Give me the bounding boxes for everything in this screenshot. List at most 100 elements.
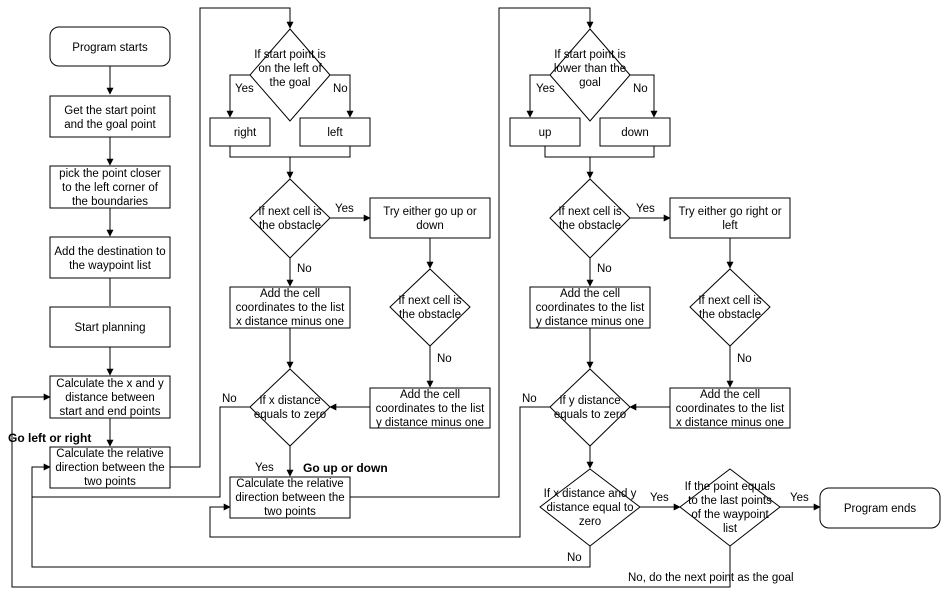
label-line: down: [416, 220, 444, 232]
label-line: the obstacle: [399, 309, 461, 321]
label-line: to the left corner of: [62, 182, 159, 194]
label-line: Program ends: [844, 503, 916, 515]
label-line: the obstacle: [259, 220, 321, 232]
get-points-node: [49, 95, 171, 138]
label-line: on the left of: [258, 63, 322, 75]
add-cell-x-node: [229, 286, 351, 329]
label-line: the obstacle: [699, 309, 761, 321]
right-box-label: right: [234, 127, 257, 139]
left-box-label: left: [327, 127, 343, 139]
label-line: Try either go up or: [383, 206, 477, 218]
label-line: Add the destination to: [54, 246, 165, 258]
add-destination-label: Add the destination to the waypoint list: [54, 246, 165, 272]
left-box: [299, 117, 371, 147]
edge-lowergoal-yes: [526, 74, 550, 118]
try-up-down-label: Try either go up or down: [383, 206, 477, 232]
label-line: Calculate the relative: [56, 448, 163, 460]
label-line: two points: [264, 506, 316, 518]
label-line: two points: [84, 476, 136, 488]
label-line: Calculate the relative: [236, 478, 343, 490]
decision-obstacle-x: [249, 178, 331, 259]
label-line: x distance minus one: [236, 316, 344, 328]
label-line: of the waypoint: [691, 509, 769, 521]
label-line: coordinates to the list: [536, 302, 645, 314]
label-line: pick the point closer: [59, 168, 161, 180]
edge-merge-ud: [544, 146, 655, 158]
edge-label-no-xy-zero: No: [567, 552, 582, 564]
decision-x-zero: [249, 368, 331, 447]
edge-label-no-obstacle-y: No: [597, 263, 612, 275]
edge-merge-rl: [229, 146, 351, 158]
up-box: [509, 117, 581, 147]
edge-label-yes-obstacle-y: Yes: [636, 203, 655, 215]
edge-label-no-obstacle-y2: No: [737, 353, 752, 365]
edge-label-yes-left-goal: Yes: [235, 83, 254, 95]
pick-point-label: pick the point closer to the left corner …: [59, 168, 161, 208]
edge-label-no-obstacle-x2: No: [437, 353, 452, 365]
edge-label-no-left-goal: No: [333, 83, 348, 95]
start-planning-node: [49, 306, 171, 348]
node-labels: Program starts Get the start point and th…: [54, 42, 916, 535]
try-up-down-node: [369, 197, 491, 239]
decision-obstacle-x2: [389, 268, 471, 347]
label-line: x distance minus one: [676, 417, 784, 429]
label-line: equals to zero: [554, 409, 626, 421]
edge-labels: Yes No Yes No No No Yes Yes No Yes No No…: [222, 83, 809, 584]
calc-direction-1-node: [49, 446, 171, 489]
label-line: Add the cell: [560, 288, 620, 300]
label-line: goal: [579, 77, 601, 89]
edge-label-no-x-zero: No: [222, 393, 237, 405]
edge-label-yes-obstacle-x: Yes: [335, 203, 354, 215]
label-line: coordinates to the list: [376, 403, 485, 415]
label-line: y distance minus one: [376, 417, 484, 429]
edge-label-no-lower-goal: No: [633, 83, 648, 95]
left-goal-label: If start point is on the left of the goal: [254, 49, 326, 89]
edge-label-yes-last-point: Yes: [790, 492, 809, 504]
label-line: the boundaries: [72, 196, 148, 208]
label-line: distance equal to: [547, 502, 634, 514]
label-line: Add the cell: [700, 389, 760, 401]
pick-point-node: [49, 165, 171, 209]
decision-obstacle-y: [549, 178, 631, 259]
label-line: and the goal point: [64, 119, 156, 131]
label-line: Program starts: [72, 42, 148, 54]
label-line: the goal: [270, 77, 311, 89]
label-line: list: [723, 523, 738, 535]
label-line: Get the start point: [64, 105, 156, 117]
edge-leftgoal-no: [330, 74, 354, 118]
right-box: [209, 117, 271, 147]
label-line: lower than the: [554, 63, 626, 75]
try-right-left-node: [669, 197, 791, 239]
label-line: If the point equals: [685, 481, 776, 493]
calc-distance-node: [49, 375, 171, 419]
edge-lowergoal-no: [630, 74, 658, 118]
label-line: If x distance and y: [544, 488, 637, 500]
label-line: Add the cell: [260, 288, 320, 300]
label-line: down: [621, 127, 649, 139]
edge-xzero-no: [31, 406, 250, 498]
start-node: [49, 26, 171, 67]
label-line: Add the cell: [400, 389, 460, 401]
start-planning-label: Start planning: [75, 322, 146, 334]
decision-last-point: [679, 468, 781, 547]
label-line: distance between: [65, 392, 155, 404]
label-line: coordinates to the list: [236, 302, 345, 314]
label-line: Calculate the x and y: [56, 378, 164, 390]
label-line: If start point is: [254, 49, 326, 61]
decision-xy-zero: [539, 468, 641, 547]
end-node: [819, 487, 941, 529]
label-line: the waypoint list: [69, 260, 152, 272]
decision-obstacle-y2: [689, 268, 771, 347]
add-cell-y-mid-node: [369, 387, 491, 429]
add-cell-x-label: Add the cell coordinates to the list x dis…: [236, 288, 345, 328]
decision-left-goal: [249, 28, 331, 122]
label-line: If y distance: [559, 395, 620, 407]
